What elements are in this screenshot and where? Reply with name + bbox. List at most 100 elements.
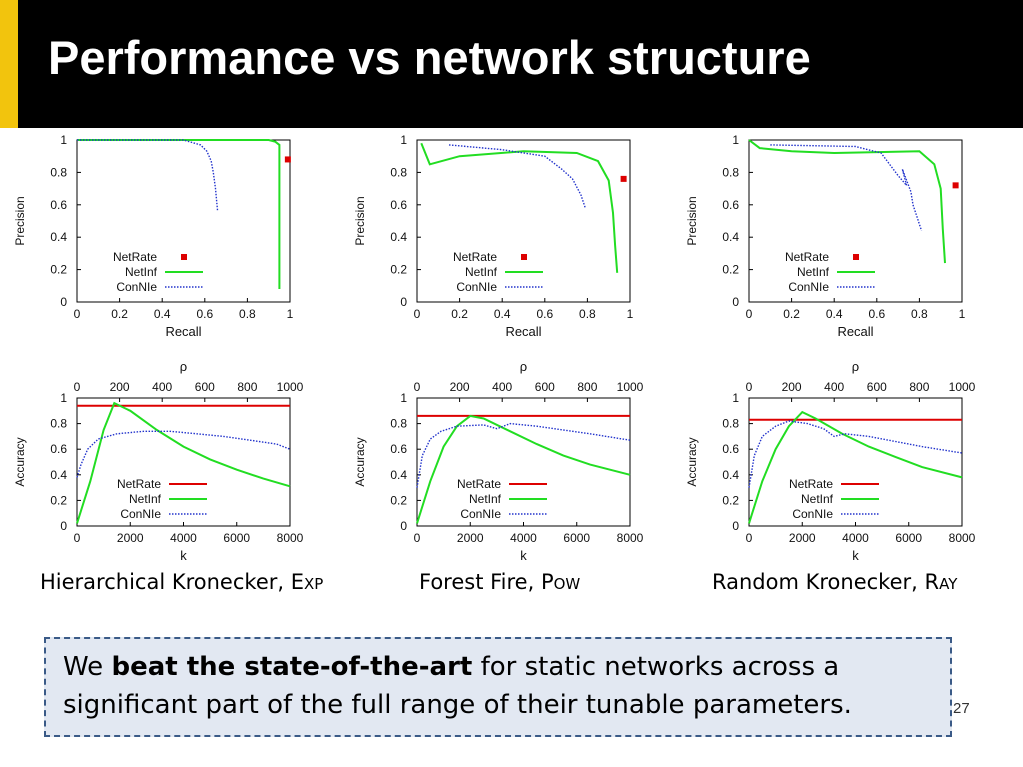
legend-label: NetInf: [129, 492, 162, 506]
x2-tick-label: 800: [237, 380, 257, 394]
x-tick-label: 0.4: [494, 307, 511, 321]
x2-tick-label: 600: [867, 380, 887, 394]
x2-tick-label: 0: [746, 380, 753, 394]
plot-frame: [76, 139, 291, 303]
netinf-series-line: [76, 401, 291, 524]
y-tick-label: 0.2: [390, 493, 407, 507]
y-tick-label: 0: [400, 295, 407, 309]
plot-frame: [748, 139, 963, 303]
y-axis-label: Accuracy: [13, 437, 27, 486]
legend-label: NetInf: [797, 265, 830, 279]
y-tick-label: 0.2: [50, 263, 67, 277]
caption-forest-fire: Forest Fire, POW: [419, 570, 580, 594]
x-tick-label: 0.8: [239, 307, 256, 321]
y-tick-label: 0: [732, 295, 739, 309]
x-tick-label: 0.2: [783, 307, 800, 321]
x2-tick-label: 200: [450, 380, 470, 394]
netrate-point: [952, 182, 959, 189]
legend-label: NetRate: [789, 477, 833, 491]
y-tick-label: 1: [732, 391, 739, 405]
y-tick-label: 1: [400, 133, 407, 147]
netinf-series-line: [416, 414, 631, 524]
x-tick-label: 0.4: [826, 307, 843, 321]
x2-tick-label: 1000: [949, 380, 976, 394]
x2-tick-label: 0: [414, 380, 421, 394]
y-tick-label: 0.8: [390, 417, 407, 431]
y-tick-label: 1: [60, 391, 67, 405]
legend-label: NetRate: [785, 250, 829, 264]
conclusion-callout: We beat the state-of-the-art for static …: [44, 637, 952, 737]
x-tick-label: 4000: [170, 531, 197, 545]
caption-main: Forest Fire, P: [419, 570, 554, 594]
y-tick-label: 0: [60, 519, 67, 533]
legend-label: NetRate: [117, 477, 161, 491]
y-tick-label: 0.2: [722, 493, 739, 507]
netinf-series-line: [748, 139, 946, 264]
y-axis-label: Accuracy: [353, 437, 367, 486]
legend-label: NetRate: [457, 477, 501, 491]
y-tick-label: 0.2: [722, 263, 739, 277]
connie-series-line: [748, 420, 963, 488]
x2-tick-label: 400: [152, 380, 172, 394]
y-axis-label: Precision: [685, 196, 699, 245]
legend-label: ConNIe: [460, 507, 501, 521]
x-tick-label: 1: [287, 307, 294, 321]
x2-tick-label: 600: [535, 380, 555, 394]
x-tick-label: 4000: [510, 531, 537, 545]
legend-swatch: [181, 254, 187, 260]
x-axis-label: k: [180, 548, 187, 563]
y-tick-label: 0.6: [390, 198, 407, 212]
y-tick-label: 0.8: [722, 165, 739, 179]
x-tick-label: 0.2: [451, 307, 468, 321]
x-tick-label: 0: [414, 307, 421, 321]
x-tick-label: 0: [746, 307, 753, 321]
page-number: 27: [953, 700, 970, 717]
x-tick-label: 0.6: [196, 307, 213, 321]
legend-label: ConNIe: [792, 507, 833, 521]
x-tick-label: 4000: [842, 531, 869, 545]
x-tick-label: 2000: [457, 531, 484, 545]
netrate-point: [620, 175, 627, 182]
y-tick-label: 1: [60, 133, 67, 147]
x2-tick-label: 200: [782, 380, 802, 394]
y-tick-label: 0.6: [390, 442, 407, 456]
y-tick-label: 0.4: [390, 230, 407, 244]
x-axis-label: Recall: [505, 324, 541, 339]
y-tick-label: 1: [400, 391, 407, 405]
x-tick-label: 0.2: [111, 307, 128, 321]
x-tick-label: 6000: [563, 531, 590, 545]
callout-pre: We: [63, 652, 112, 682]
x-tick-label: 0.6: [868, 307, 885, 321]
x2-axis-label: ρ: [180, 359, 187, 374]
x2-tick-label: 400: [492, 380, 512, 394]
x-tick-label: 1: [627, 307, 634, 321]
x-tick-label: 0.8: [911, 307, 928, 321]
legend-label: NetRate: [113, 250, 157, 264]
x-tick-label: 8000: [617, 531, 644, 545]
y-tick-label: 0.4: [722, 468, 739, 482]
x-tick-label: 0: [414, 531, 421, 545]
connie-series-line: [416, 422, 631, 488]
y-axis-label: Precision: [353, 196, 367, 245]
callout-post: for static networks across a significant…: [63, 652, 852, 720]
caption-smallcaps: OW: [553, 575, 581, 593]
y-tick-label: 0.6: [50, 198, 67, 212]
legend-label: NetInf: [125, 265, 158, 279]
y-axis-label: Precision: [13, 196, 27, 245]
x2-tick-label: 800: [909, 380, 929, 394]
x2-tick-label: 400: [824, 380, 844, 394]
x-tick-label: 0.8: [579, 307, 596, 321]
x-tick-label: 2000: [789, 531, 816, 545]
x2-tick-label: 0: [74, 380, 81, 394]
x2-axis-label: ρ: [852, 359, 859, 374]
x-tick-label: 6000: [223, 531, 250, 545]
y-axis-label: Accuracy: [685, 437, 699, 486]
y-tick-label: 0.4: [50, 468, 67, 482]
y-tick-label: 0: [400, 519, 407, 533]
y-tick-label: 0: [60, 295, 67, 309]
connie-series-line: [770, 144, 923, 231]
y-tick-label: 0.8: [50, 417, 67, 431]
y-tick-label: 0.8: [722, 417, 739, 431]
